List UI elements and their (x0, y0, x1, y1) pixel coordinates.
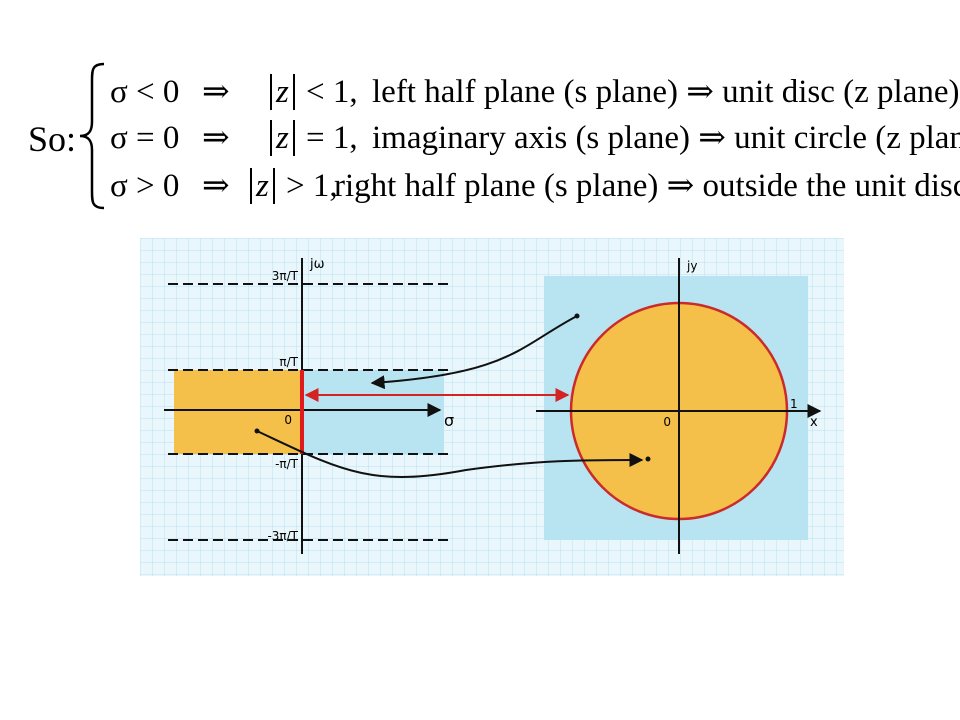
tick-label-neg-pi-over-t: -π/T (275, 457, 299, 471)
z-relation: > 1, (286, 168, 338, 204)
x-label: x (810, 415, 818, 430)
s-origin-label: 0 (284, 413, 292, 427)
equation-row-3: σ > 0 ⇒ z > 1, right half plane (s plane… (110, 166, 960, 206)
row-description: imaginary axis (s plane) ⇒ unit circle (… (372, 120, 960, 156)
implies-symbol: ⇒ (202, 74, 230, 110)
so-label: So: (28, 119, 77, 159)
z-relation: = 1, (306, 120, 358, 156)
s-left-half-strip (174, 370, 302, 454)
tick-label-3pi-over-t: 3π/T (272, 269, 299, 283)
sigma-label: σ (444, 411, 454, 430)
equation-row-1: σ < 0 ⇒ z < 1, left half plane (s plane)… (110, 72, 960, 112)
z-magnitude: z (270, 72, 295, 112)
left-brace-icon (79, 62, 105, 210)
implies-symbol: ⇒ (202, 168, 230, 204)
j-omega-label: jω (309, 257, 325, 272)
sigma-condition: σ < 0 (110, 74, 180, 110)
s-to-z-mapping-diagram: jω σ 0 3π/T π/T -π/T -3π/T jy x 0 1 (140, 238, 844, 576)
right-half-to-outside-arrow (370, 315, 578, 390)
z-magnitude: z (270, 118, 295, 158)
z-point-inside (645, 456, 651, 462)
z-relation: < 1, (306, 74, 358, 110)
left-half-to-disc-arrow (256, 430, 644, 479)
equation-row-2: σ = 0 ⇒ z = 1, imaginary axis (s plane) … (110, 118, 960, 158)
unit-label: 1 (790, 397, 798, 411)
implies-symbol: ⇒ (202, 120, 230, 156)
tick-label-pi-over-t: π/T (279, 355, 298, 369)
tick-label-neg-3pi-over-t: -3π/T (267, 529, 298, 543)
row-description: left half plane (s plane) ⇒ unit disc (z… (372, 74, 960, 110)
row-description: right half plane (s plane) ⇒ outside the… (334, 168, 960, 204)
sigma-condition: σ > 0 (110, 168, 180, 204)
jy-label: jy (686, 259, 697, 273)
z-origin-label: 0 (663, 415, 671, 429)
equation-block: So: σ < 0 ⇒ z < 1, left half plane (s pl… (0, 0, 960, 230)
z-magnitude: z (250, 166, 275, 206)
sigma-condition: σ = 0 (110, 120, 180, 156)
